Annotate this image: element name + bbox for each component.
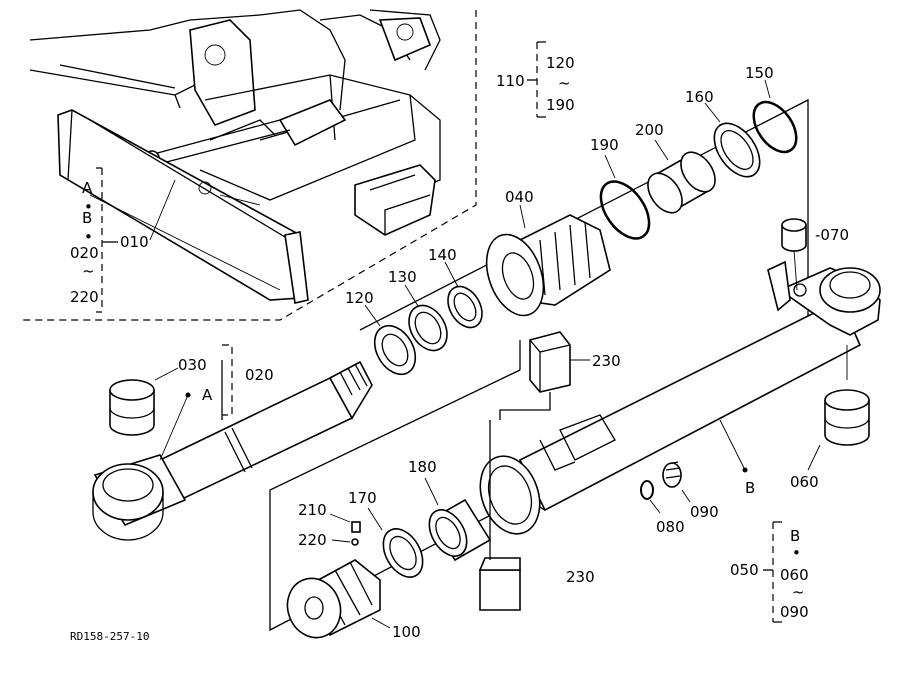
- group-bracket-110: 110 120 ~ 190: [496, 41, 575, 118]
- group-110-label: 110: [496, 72, 525, 90]
- drawing-code: RD158-257-10: [70, 630, 149, 643]
- part-150-oring: 150: [745, 64, 798, 154]
- callout-230-b: 230: [566, 568, 595, 586]
- callout-060: 060: [790, 473, 819, 491]
- part-230-label-upper: 230: [499, 331, 621, 420]
- callout-130: 130: [388, 268, 417, 286]
- group-bracket-050: 050 B • 060 ~ 090: [730, 521, 809, 623]
- group-110-from: 120: [546, 54, 575, 72]
- part-030-bushing: 030 A: [109, 356, 213, 461]
- group-010-to: 220: [70, 288, 99, 306]
- callout-030: 030: [178, 356, 207, 374]
- part-080-oring: 080: [640, 480, 685, 536]
- part-140-ring: 140: [428, 246, 483, 329]
- callout-140: 140: [428, 246, 457, 264]
- part-220-ball: 220: [298, 531, 359, 549]
- inset-tractor-sketch: [29, 9, 441, 304]
- callout-170: 170: [348, 489, 377, 507]
- callout-230-a: 230: [592, 352, 621, 370]
- callout-160: 160: [685, 88, 714, 106]
- callout-190: 190: [590, 136, 619, 154]
- group-110-to: 190: [546, 96, 575, 114]
- callout-150: 150: [745, 64, 774, 82]
- callout-070: -070: [815, 226, 849, 244]
- part-040-gland: 040: [485, 188, 611, 317]
- group-010-letter-a: A: [82, 179, 93, 197]
- callout-220: 220: [298, 531, 327, 549]
- group-050-tilde: ~: [792, 583, 805, 601]
- group-050-letter: B: [790, 527, 800, 545]
- callout-040: 040: [505, 188, 534, 206]
- group-050-label: 050: [730, 561, 759, 579]
- group-010-dot-b: •: [84, 228, 93, 246]
- callout-210: 210: [298, 501, 327, 519]
- callout-080: 080: [656, 518, 685, 536]
- group-050-from: 060: [780, 566, 809, 584]
- callout-010: 010: [120, 233, 149, 251]
- part-180-ring: 180: [408, 458, 492, 562]
- part-100-piston: 100: [286, 559, 421, 641]
- cylinder-tube: B: [479, 260, 881, 535]
- callout-letter-b: B: [745, 479, 755, 497]
- callout-090: 090: [690, 503, 719, 521]
- group-010-from: 020: [70, 244, 99, 262]
- part-070-plug: -070: [781, 218, 849, 291]
- part-190-oring: 190: [590, 136, 651, 240]
- callout-020: 020: [245, 366, 274, 384]
- group-010-tilde: ~: [82, 262, 95, 280]
- callout-100: 100: [392, 623, 421, 641]
- group-110-tilde: ~: [558, 74, 571, 92]
- group-010-dot-a: •: [84, 198, 93, 216]
- part-200-bushing: 200: [635, 121, 716, 214]
- group-050-dot: •: [792, 544, 801, 562]
- part-090-plug: 090: [662, 461, 719, 521]
- part-020-piston-rod: 020: [92, 344, 373, 541]
- inset-frame: [20, 10, 477, 321]
- callout-letter-a: A: [202, 386, 213, 404]
- group-050-to: 090: [780, 603, 809, 621]
- callout-180: 180: [408, 458, 437, 476]
- part-060-bushing: 060: [790, 345, 870, 491]
- group-010-letter-b: B: [82, 209, 92, 227]
- part-170-seal: 170: [348, 489, 424, 578]
- callout-120: 120: [345, 289, 374, 307]
- part-230-label-lower: 230: [478, 420, 595, 611]
- group-bracket-010: A • B • 020 ~ 220 010: [70, 167, 176, 313]
- callout-200: 200: [635, 121, 664, 139]
- part-130-ring: 130: [388, 268, 448, 352]
- part-210-setscrew: 210: [298, 501, 361, 533]
- part-120-wiper: 120: [345, 289, 417, 376]
- part-160-backup-ring: 160: [685, 88, 761, 178]
